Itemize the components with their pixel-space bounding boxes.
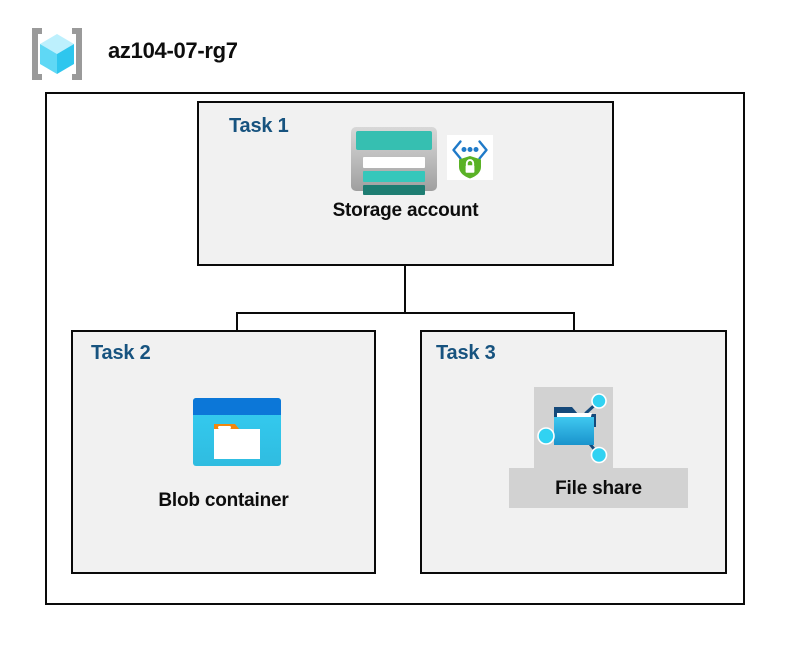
storage-account-icon [351, 127, 437, 195]
secure-endpoint-shield-icon [447, 135, 493, 180]
storage-account-header-bar [356, 131, 432, 150]
task-2-label: Task 2 [91, 342, 151, 364]
connector-storage-trunk [404, 266, 406, 313]
file-share-label: File share [555, 478, 642, 499]
storage-account-row-white [363, 157, 425, 168]
storage-account-row-teal [363, 171, 425, 182]
resource-group-icon [26, 24, 88, 84]
task-3-label: Task 3 [436, 342, 496, 364]
diagram-header: az104-07-rg7 [26, 24, 446, 88]
storage-account-label: Storage account [332, 200, 479, 221]
storage-account-row-dark-teal [363, 185, 425, 195]
blob-container-label: Blob container [158, 490, 289, 511]
resource-group-title: az104-07-rg7 [108, 38, 238, 63]
connector-branch-bar [236, 312, 575, 314]
file-share-icon [534, 387, 613, 468]
blob-container-icon [193, 398, 281, 466]
task-1-label: Task 1 [229, 115, 289, 137]
file-share-label-selection-highlight [509, 468, 688, 508]
